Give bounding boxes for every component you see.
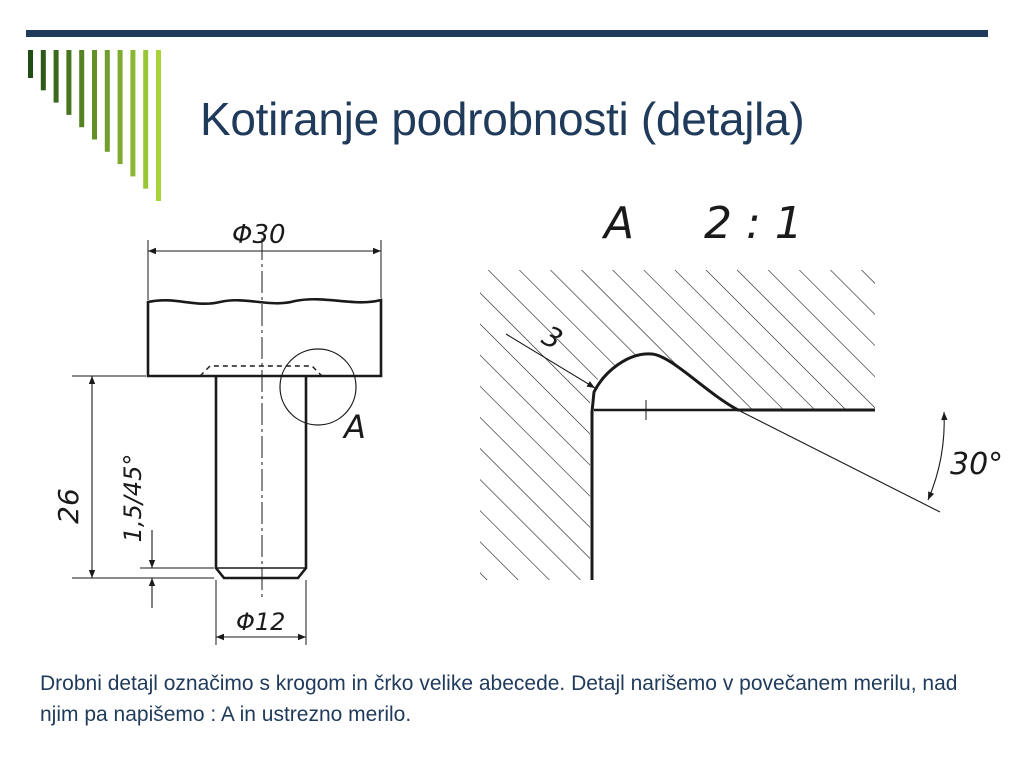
detail-view-label: A [601,198,634,249]
slide-caption: Drobni detajl označimo s krogom in črko … [40,672,958,726]
decorative-bar [92,50,97,140]
angle-label: 30° [950,447,1003,482]
decorative-bar [53,50,59,103]
decorative-bar [79,50,85,128]
decorative-bar [66,50,72,115]
detail-marker-label: A [342,408,366,446]
detail-view [480,270,948,580]
shank-diameter-label: Φ12 [236,608,285,636]
decorative-bar [117,50,123,165]
page-title: Kotiranje podrobnosti (detajla) [200,93,805,145]
decorative-bars [28,50,161,201]
title-rule [26,30,988,37]
head-diameter-label: Φ30 [232,220,286,250]
decorative-bar [143,50,149,189]
length-label: 26 [52,488,85,524]
decorative-bar [28,50,33,78]
decorative-bar [130,50,136,177]
chamfer-label: 1,5/45° [119,454,147,543]
main-view [72,238,383,645]
decorative-bar [156,50,161,201]
decorative-bar [40,50,46,91]
decorative-bar [104,50,110,152]
detail-scale-label: 2 : 1 [704,198,803,249]
